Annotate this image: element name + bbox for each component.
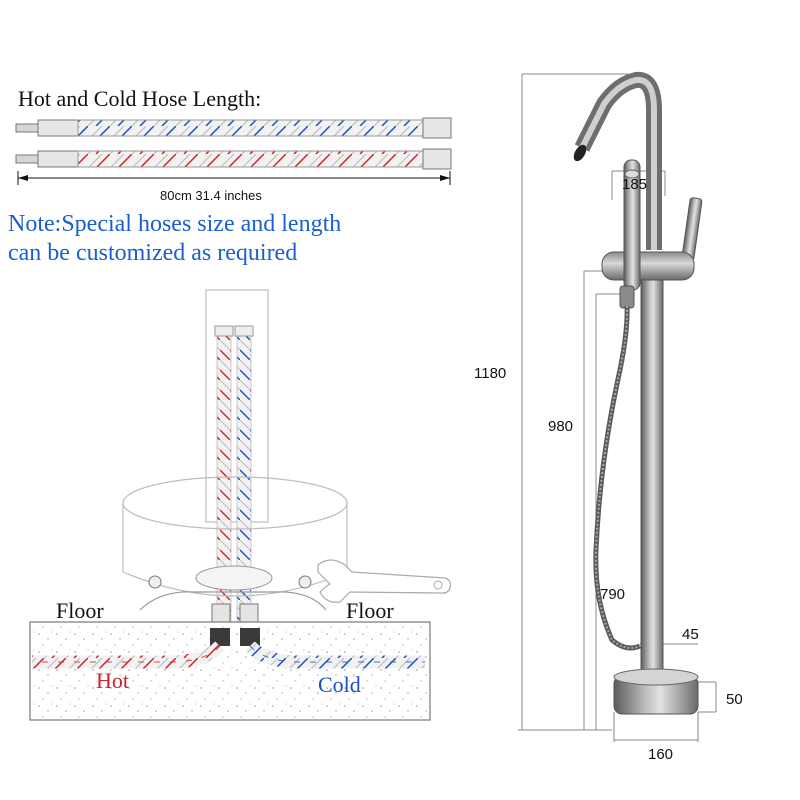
dimension-base-height: 50 — [726, 691, 743, 708]
hose-length-value: 80cm 31.4 inches — [160, 188, 262, 203]
cold-label: Cold — [318, 672, 361, 697]
dimension-base-diameter: 160 — [648, 746, 674, 763]
hose-length-title: Hot and Cold Hose Length: — [18, 86, 262, 111]
hose-illustration — [15, 117, 452, 185]
dimension-pipe-diameter: 45 — [682, 626, 699, 643]
note-line-2: can be customized as required — [8, 240, 298, 266]
dimension-total-height: 1180 — [474, 365, 507, 382]
hot-label: Hot — [96, 668, 129, 693]
dimension-handle-height: 980 — [548, 418, 574, 435]
note-line-1: Note:Special hoses size and length — [8, 211, 342, 237]
floor-label-left: Floor — [56, 598, 104, 623]
faucet-illustration — [518, 71, 717, 742]
dimension-holder-height: 790 — [600, 586, 626, 603]
installation-diagram — [29, 289, 431, 721]
floor-label-right: Floor — [346, 598, 394, 623]
wrench-icon — [317, 559, 452, 603]
dimension-spout-reach: 185 — [622, 176, 648, 193]
